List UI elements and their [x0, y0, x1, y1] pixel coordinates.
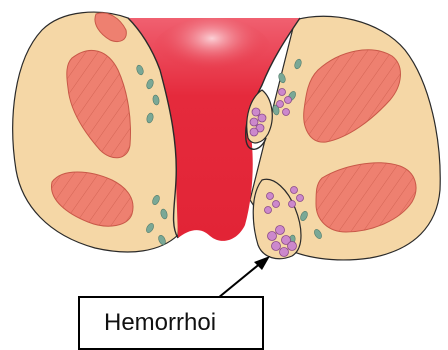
hemorrhoid-label: Hemorrhoi [104, 309, 216, 337]
pointer-arrow [218, 256, 270, 298]
label-box: Hemorrhoi [78, 296, 264, 350]
lumen-highlight [152, 18, 272, 86]
